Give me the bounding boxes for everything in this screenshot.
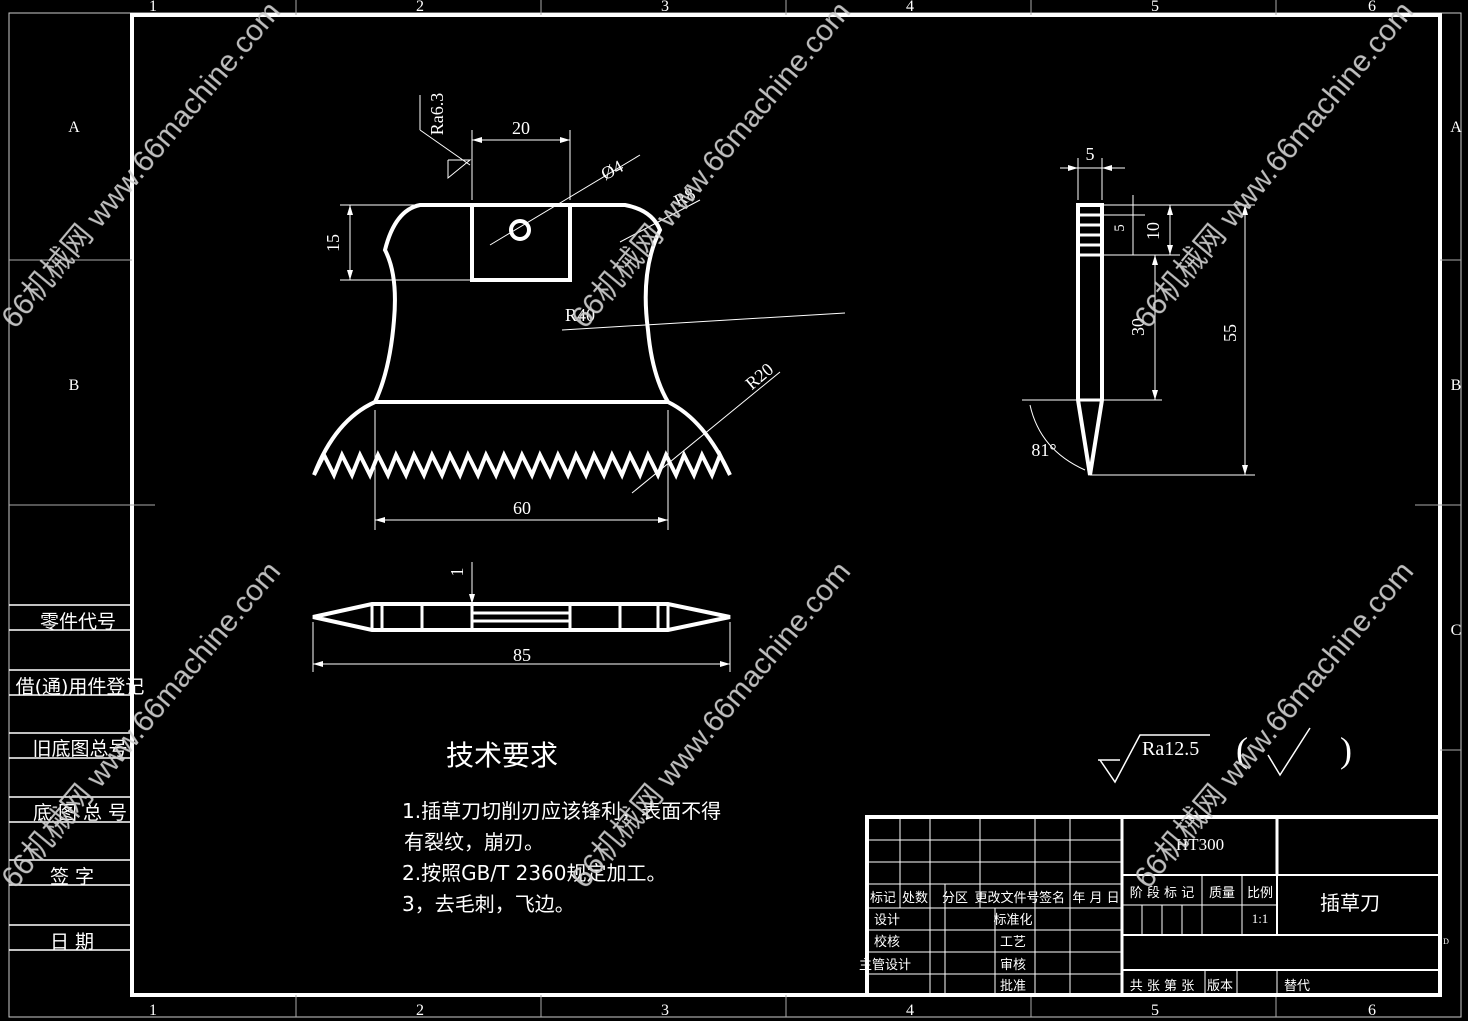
col-4-bottom: 4: [906, 1002, 914, 1019]
dim-r20: R20: [741, 359, 777, 394]
side-row-borrow: 借(通)用件登记: [16, 676, 145, 698]
dim-top-thickness: 1: [447, 568, 467, 577]
dim-r-mid: R40: [565, 305, 595, 325]
tb-h-sign: 签名: [1039, 890, 1065, 906]
tech-line-1: 1.插草刀切削刃应该锋利，表面不得: [402, 799, 721, 823]
dim-bottom-width: 60: [513, 498, 531, 518]
dim-10: 10: [1143, 222, 1163, 240]
tb-role-lead: 主管设计: [859, 958, 911, 973]
tb-stage: 阶 段 标 记: [1130, 886, 1194, 901]
top-dim-labels: 1 85: [447, 568, 531, 666]
side-table-labels: 零件代号 借(通)用件登记 旧底图总号 底 图 总 号 签 字 日 期: [16, 611, 145, 953]
zone-labels: 1 2 3 4 5 6 1 2 3 4 5 6 A B A B C D: [68, 0, 1462, 1019]
row-a-left: A: [68, 119, 80, 136]
side-row-base-drawing: 底 图 总 号: [33, 802, 127, 824]
row-b-left: B: [69, 377, 80, 394]
row-a-right: A: [1450, 119, 1462, 136]
dim-angle: 81°: [1031, 440, 1056, 460]
tb-h-count: 处数: [902, 891, 928, 906]
front-dims: [340, 95, 846, 530]
tb-material: HT300: [1176, 835, 1224, 854]
tb-h-zone: 分区: [942, 891, 968, 906]
roughness-front: Ra6.3: [427, 93, 447, 136]
title-block: [865, 815, 1442, 997]
front-arrows: [347, 137, 668, 523]
outer-frame: [8, 12, 1462, 1018]
tb-version: 版本: [1207, 979, 1233, 994]
tech-line-4: 3，去毛刺，飞边。: [402, 892, 575, 916]
dim-5: 5: [1112, 224, 1128, 232]
dim-30: 30: [1128, 318, 1148, 336]
col-3-bottom: 3: [661, 1002, 669, 1019]
col-4-top: 4: [906, 0, 914, 15]
mounting-hole: [509, 219, 531, 241]
side-row-part-code: 零件代号: [40, 611, 116, 633]
watermark-5: 66机械网 www.66machine.com: [565, 555, 857, 894]
tb-review: 审核: [1000, 958, 1026, 973]
col-6-bottom: 6: [1368, 1002, 1376, 1019]
tb-scale-label: 比例: [1247, 886, 1273, 901]
side-row-date: 日 期: [50, 931, 94, 953]
col-5-bottom: 5: [1151, 1002, 1159, 1019]
row-c-right: C: [1451, 622, 1462, 639]
dim-thickness: 5: [1086, 144, 1095, 164]
paren-open: (: [1236, 730, 1248, 770]
row-b-right: B: [1451, 377, 1462, 394]
side-outline: [1076, 203, 1104, 476]
tb-role-check: 校核: [874, 934, 900, 950]
side-dim-labels: 5 10 5 30 55 81°: [1031, 144, 1240, 460]
watermark-6: 66机械网 www.66machine.com: [1128, 555, 1420, 894]
title-block-text: 标记 处数 分区 更改文件号 签名 年 月 日 设计 校核 主管设计 标准化 工…: [859, 835, 1380, 994]
tb-std: 标准化: [993, 913, 1032, 928]
side-row-signature: 签 字: [50, 866, 94, 888]
tb-h-mark: 标记: [870, 891, 896, 906]
tb-approve: 批准: [1000, 979, 1026, 994]
watermark-1: 66机械网 www.66machine.com: [0, 0, 287, 334]
dim-top-width: 20: [512, 118, 530, 138]
tb-role-design: 设计: [874, 913, 900, 928]
col-1-top: 1: [149, 0, 157, 15]
col-1-bottom: 1: [149, 1002, 157, 1019]
tb-h-date: 年 月 日: [1072, 891, 1119, 906]
dim-55: 55: [1220, 324, 1240, 342]
col-2-top: 2: [416, 0, 424, 15]
front-view: [312, 95, 846, 530]
zone-ticks: [9, 0, 1461, 1017]
row-d-right: D: [1443, 937, 1449, 946]
tech-line-2: 有裂纹，崩刃。: [404, 830, 544, 854]
roughness-general: Ra12.5: [1142, 738, 1199, 760]
watermark-3: 66机械网 www.66machine.com: [1128, 0, 1420, 334]
tb-mass: 质量: [1209, 886, 1235, 901]
watermark-4: 66机械网 www.66machine.com: [0, 555, 287, 894]
col-2-bottom: 2: [416, 1002, 424, 1019]
side-view: [1022, 158, 1255, 476]
surface-finish-text: Ra12.5 ( ): [1142, 730, 1352, 770]
tb-h-change: 更改文件号: [974, 891, 1039, 906]
inner-frame: [130, 13, 1442, 997]
dim-length: 85: [513, 645, 531, 665]
tb-part-name: 插草刀: [1320, 891, 1380, 915]
mounting-pad: [470, 203, 572, 282]
side-table: [9, 604, 132, 951]
tb-replace: 替代: [1284, 979, 1310, 994]
tb-scale: 1:1: [1252, 911, 1269, 926]
tb-process: 工艺: [1000, 935, 1026, 950]
dim-hole: Ø4: [598, 156, 627, 184]
paren-close: ): [1340, 730, 1352, 770]
col-6-top: 6: [1368, 0, 1376, 15]
col-3-top: 3: [661, 0, 669, 15]
side-row-old-drawing: 旧底图总号: [32, 738, 127, 760]
side-dims: [1022, 158, 1255, 476]
blade-outline: [312, 203, 732, 480]
dim-left-height: 15: [323, 234, 343, 252]
tech-title: 技术要求: [446, 739, 558, 772]
col-5-top: 5: [1151, 0, 1159, 15]
surface-finish: [1098, 727, 1311, 784]
watermarks: 66机械网 www.66machine.com 66机械网 www.66mach…: [0, 0, 1420, 894]
tech-requirements: 技术要求 1.插草刀切削刃应该锋利，表面不得 有裂纹，崩刃。 2.按照GB/T …: [402, 739, 721, 916]
tech-line-3: 2.按照GB/T 2360规定加工。: [402, 861, 667, 885]
tb-sheets: 共 张 第 张: [1130, 979, 1194, 994]
top-view: [312, 562, 731, 672]
